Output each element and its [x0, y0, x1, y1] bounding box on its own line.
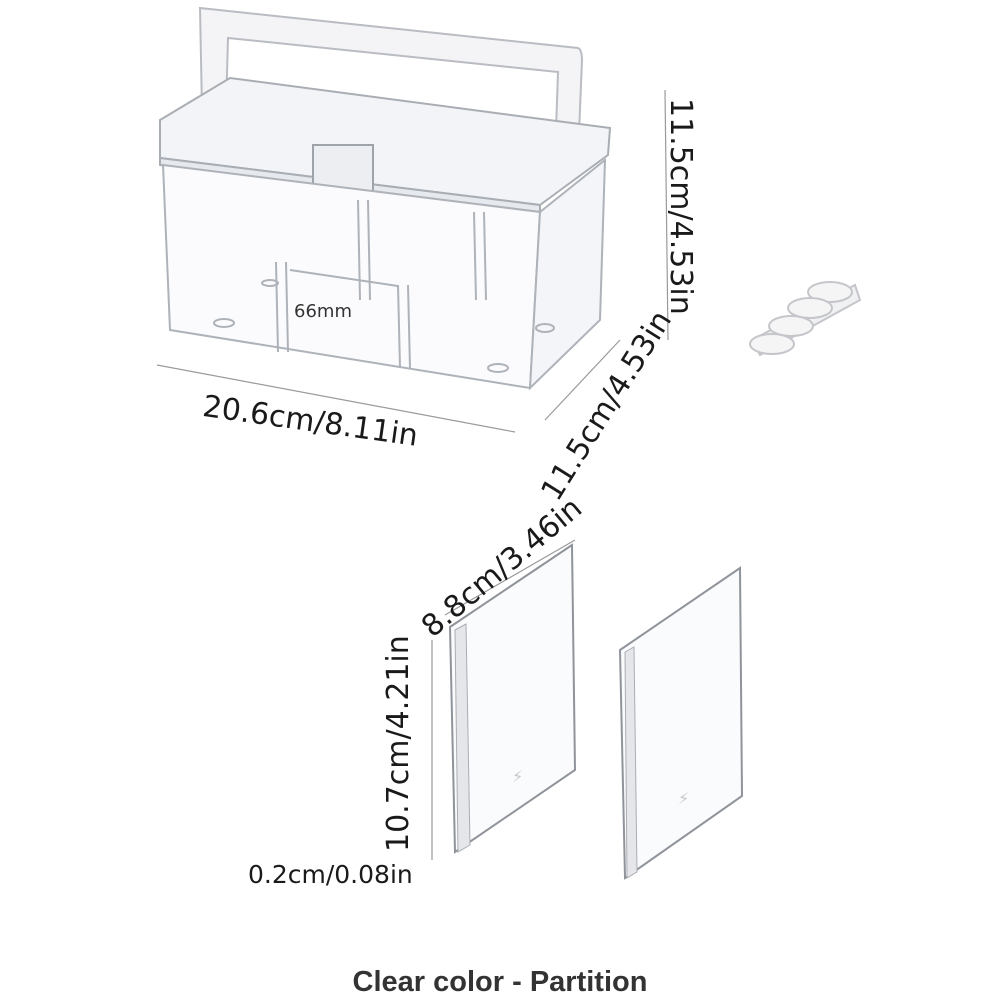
partition-panel-right: ⚡ [618, 566, 744, 880]
inner-height-label: 66mm [294, 301, 352, 322]
svg-text:⚡: ⚡ [512, 767, 523, 786]
partition-panel-left: ⚡ [448, 543, 577, 854]
box-handle [198, 6, 584, 162]
partition-height-label: 10.7cm/4.21in [381, 635, 416, 852]
caption: Clear color - Partition [352, 966, 648, 998]
svg-text:⚡: ⚡ [678, 789, 689, 808]
partition-thickness-label: 0.2cm/0.08in [248, 860, 413, 889]
box-body [161, 157, 607, 391]
dimension-lines [156, 89, 669, 860]
adhesive-dots [749, 281, 862, 357]
box-height-label: 11.5cm/4.53in [663, 98, 698, 315]
